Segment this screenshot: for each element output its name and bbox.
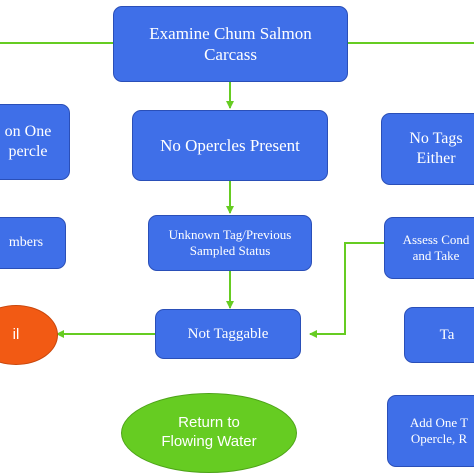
unknown-tag-label: Unknown Tag/Previous Sampled Status bbox=[168, 226, 292, 258]
unknown-tag-box[interactable]: Unknown Tag/Previous Sampled Status bbox=[148, 215, 312, 271]
return-to-water-label: Return to Flowing Water bbox=[161, 414, 257, 450]
left-top-label: on One percle bbox=[4, 123, 52, 160]
arrow-assess-to-not-taggable bbox=[309, 242, 384, 338]
right-top-label: No Tags Either bbox=[409, 130, 463, 167]
add-one-tag-label: Add One T Opercle, R bbox=[409, 414, 469, 446]
examine-carcass-label: Examine Chum Salmon Carcass bbox=[149, 23, 312, 64]
right-mid-label: Ta bbox=[439, 326, 455, 343]
assess-condition-box[interactable]: Assess Cond and Take bbox=[384, 217, 474, 279]
not-taggable-label: Not Taggable bbox=[187, 325, 269, 342]
left-mid-label: mbers bbox=[8, 235, 44, 251]
examine-carcass-box[interactable]: Examine Chum Salmon Carcass bbox=[113, 6, 348, 82]
no-opercles-box[interactable]: No Opercles Present bbox=[132, 110, 328, 181]
no-opercles-label: No Opercles Present bbox=[160, 135, 300, 155]
not-taggable-box[interactable]: Not Taggable bbox=[155, 309, 301, 359]
add-one-tag-box[interactable]: Add One T Opercle, R bbox=[387, 395, 474, 467]
left-mid-box[interactable]: mbers bbox=[0, 217, 66, 269]
left-outcome-label: il bbox=[12, 325, 20, 343]
left-top-box[interactable]: on One percle bbox=[0, 104, 70, 180]
return-to-water-oval[interactable]: Return to Flowing Water bbox=[121, 393, 297, 473]
right-top-box[interactable]: No Tags Either bbox=[381, 113, 474, 185]
assess-condition-label: Assess Cond and Take bbox=[402, 231, 470, 263]
right-mid-box[interactable]: Ta bbox=[404, 307, 474, 363]
